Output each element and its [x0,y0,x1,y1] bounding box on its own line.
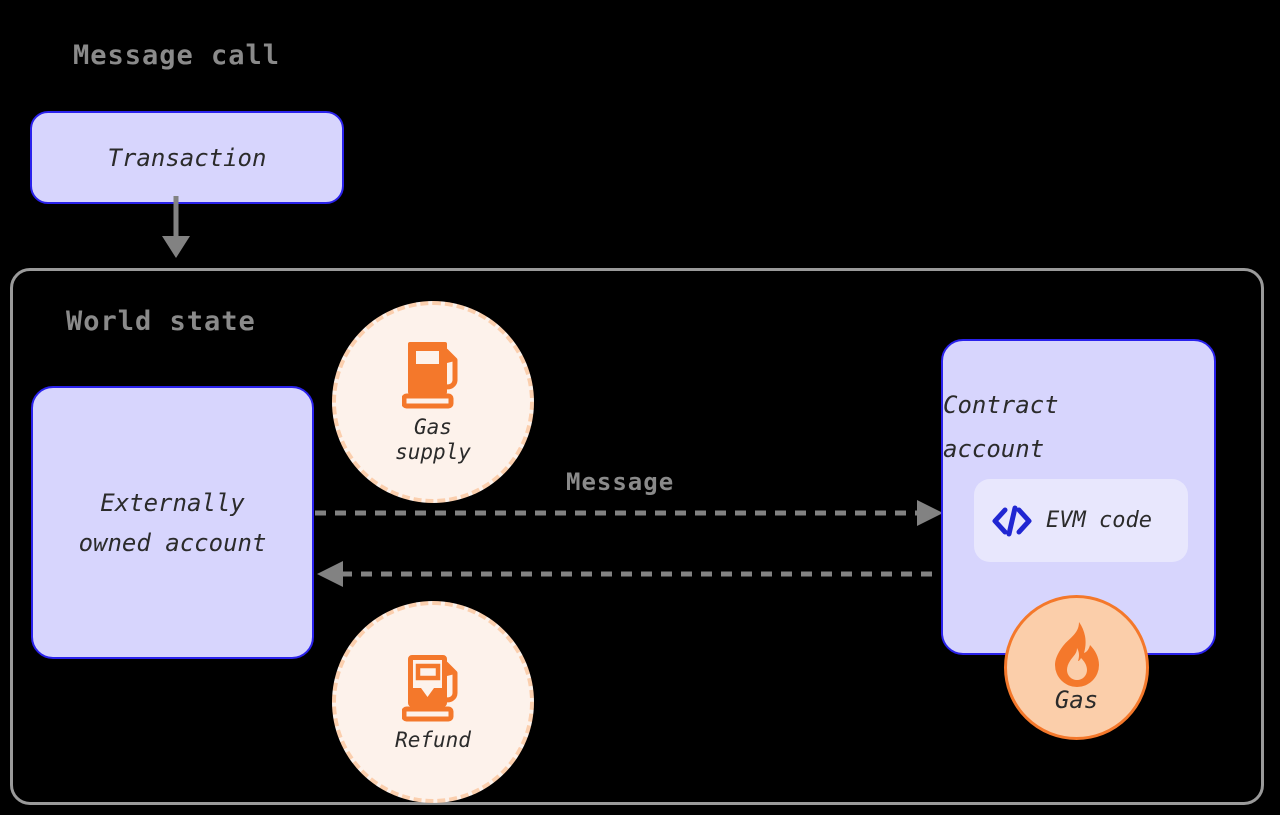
arrow-message-out [315,500,943,526]
edge-label-message: Message [566,468,675,496]
code-icon [992,505,1032,536]
flame-icon [1054,622,1099,687]
node-externally-owned-account[interactable]: Externally owned account [31,386,314,659]
evm-code-label: EVM code [1046,508,1152,533]
badge-gas-caption: Gas [1054,686,1099,714]
world-state-container [10,268,1264,805]
gas-pump-full-icon [402,342,458,409]
badge-refund-caption: Refund [395,727,471,752]
node-contract-label: Contract account [943,383,1214,471]
heading-message-call: Message call [73,40,281,71]
node-eoa-label-line2: owned account [78,528,267,557]
node-contract-label-line2: account [943,435,1045,463]
node-contract-account[interactable]: Contract account EVM code [941,339,1216,655]
node-transaction[interactable]: Transaction [30,111,344,204]
arrow-transaction-to-world-state [162,196,190,258]
badge-refund[interactable]: Refund [332,601,534,803]
node-transaction-label: Transaction [107,143,267,172]
node-eoa-label: Externally owned account [33,483,312,563]
badge-gas[interactable]: Gas [1004,595,1149,740]
badge-gas-supply-caption-line2: supply [395,440,471,464]
gas-pump-partial-icon [402,654,458,721]
arrow-message-back [317,561,945,587]
node-contract-label-line1: Contract [943,391,1059,419]
badge-gas-supply-caption-line1: Gas [414,415,452,439]
badge-gas-supply[interactable]: Gas supply [332,301,534,503]
badge-gas-supply-caption: Gas supply [395,415,471,465]
heading-world-state: World state [66,306,256,337]
evm-code-pill[interactable]: EVM code [974,479,1188,562]
node-eoa-label-line1: Externally [100,488,245,517]
